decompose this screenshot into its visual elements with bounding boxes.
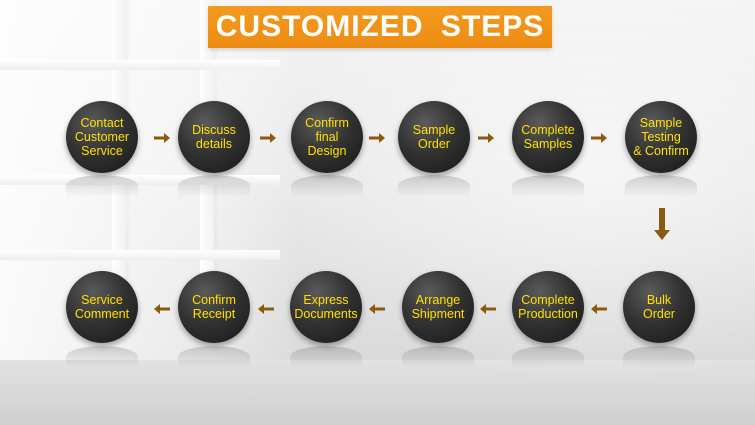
arrow-left-icon: [480, 304, 496, 314]
step-circle-sample-testing-confirm: Sample Testing & Confirm: [625, 101, 697, 173]
step-reflection: [290, 346, 362, 368]
step-circle-discuss-details: Discuss details: [178, 101, 250, 173]
step-circle-service-comment: Service Comment: [66, 271, 138, 343]
window-frame: [0, 60, 280, 70]
arrow-right-icon: [260, 133, 276, 143]
step-reflection: [398, 175, 470, 197]
step-reflection: [402, 346, 474, 368]
step-circle-confirm-final-design: Confirm final Design: [291, 101, 363, 173]
background-light: [220, 0, 755, 425]
arrow-left-icon: [591, 304, 607, 314]
step-reflection: [512, 175, 584, 197]
step-circle-express-documents: Express Documents: [290, 271, 362, 343]
page-title: CUSTOMIZED STEPS: [208, 6, 552, 48]
step-reflection: [625, 175, 697, 197]
step-circle-contact-customer-service: Contact Customer Service: [66, 101, 138, 173]
arrow-right-icon: [591, 133, 607, 143]
step-reflection: [512, 346, 584, 368]
step-reflection: [291, 175, 363, 197]
arrow-down-icon: [654, 208, 670, 240]
step-circle-bulk-order: Bulk Order: [623, 271, 695, 343]
step-circle-sample-order: Sample Order: [398, 101, 470, 173]
step-circle-arrange-shipment: Arrange Shipment: [402, 271, 474, 343]
step-circle-complete-samples: Complete Samples: [512, 101, 584, 173]
window-frame: [0, 250, 280, 260]
step-reflection: [623, 346, 695, 368]
step-reflection: [66, 346, 138, 368]
step-reflection: [178, 175, 250, 197]
step-reflection: [178, 346, 250, 368]
arrow-right-icon: [478, 133, 494, 143]
step-reflection: [66, 175, 138, 197]
arrow-right-icon: [154, 133, 170, 143]
arrow-left-icon: [258, 304, 274, 314]
window-frame: [0, 175, 280, 185]
arrow-left-icon: [369, 304, 385, 314]
step-circle-complete-production: Complete Production: [512, 271, 584, 343]
arrow-left-icon: [154, 304, 170, 314]
step-circle-confirm-receipt: Confirm Receipt: [178, 271, 250, 343]
arrow-right-icon: [369, 133, 385, 143]
